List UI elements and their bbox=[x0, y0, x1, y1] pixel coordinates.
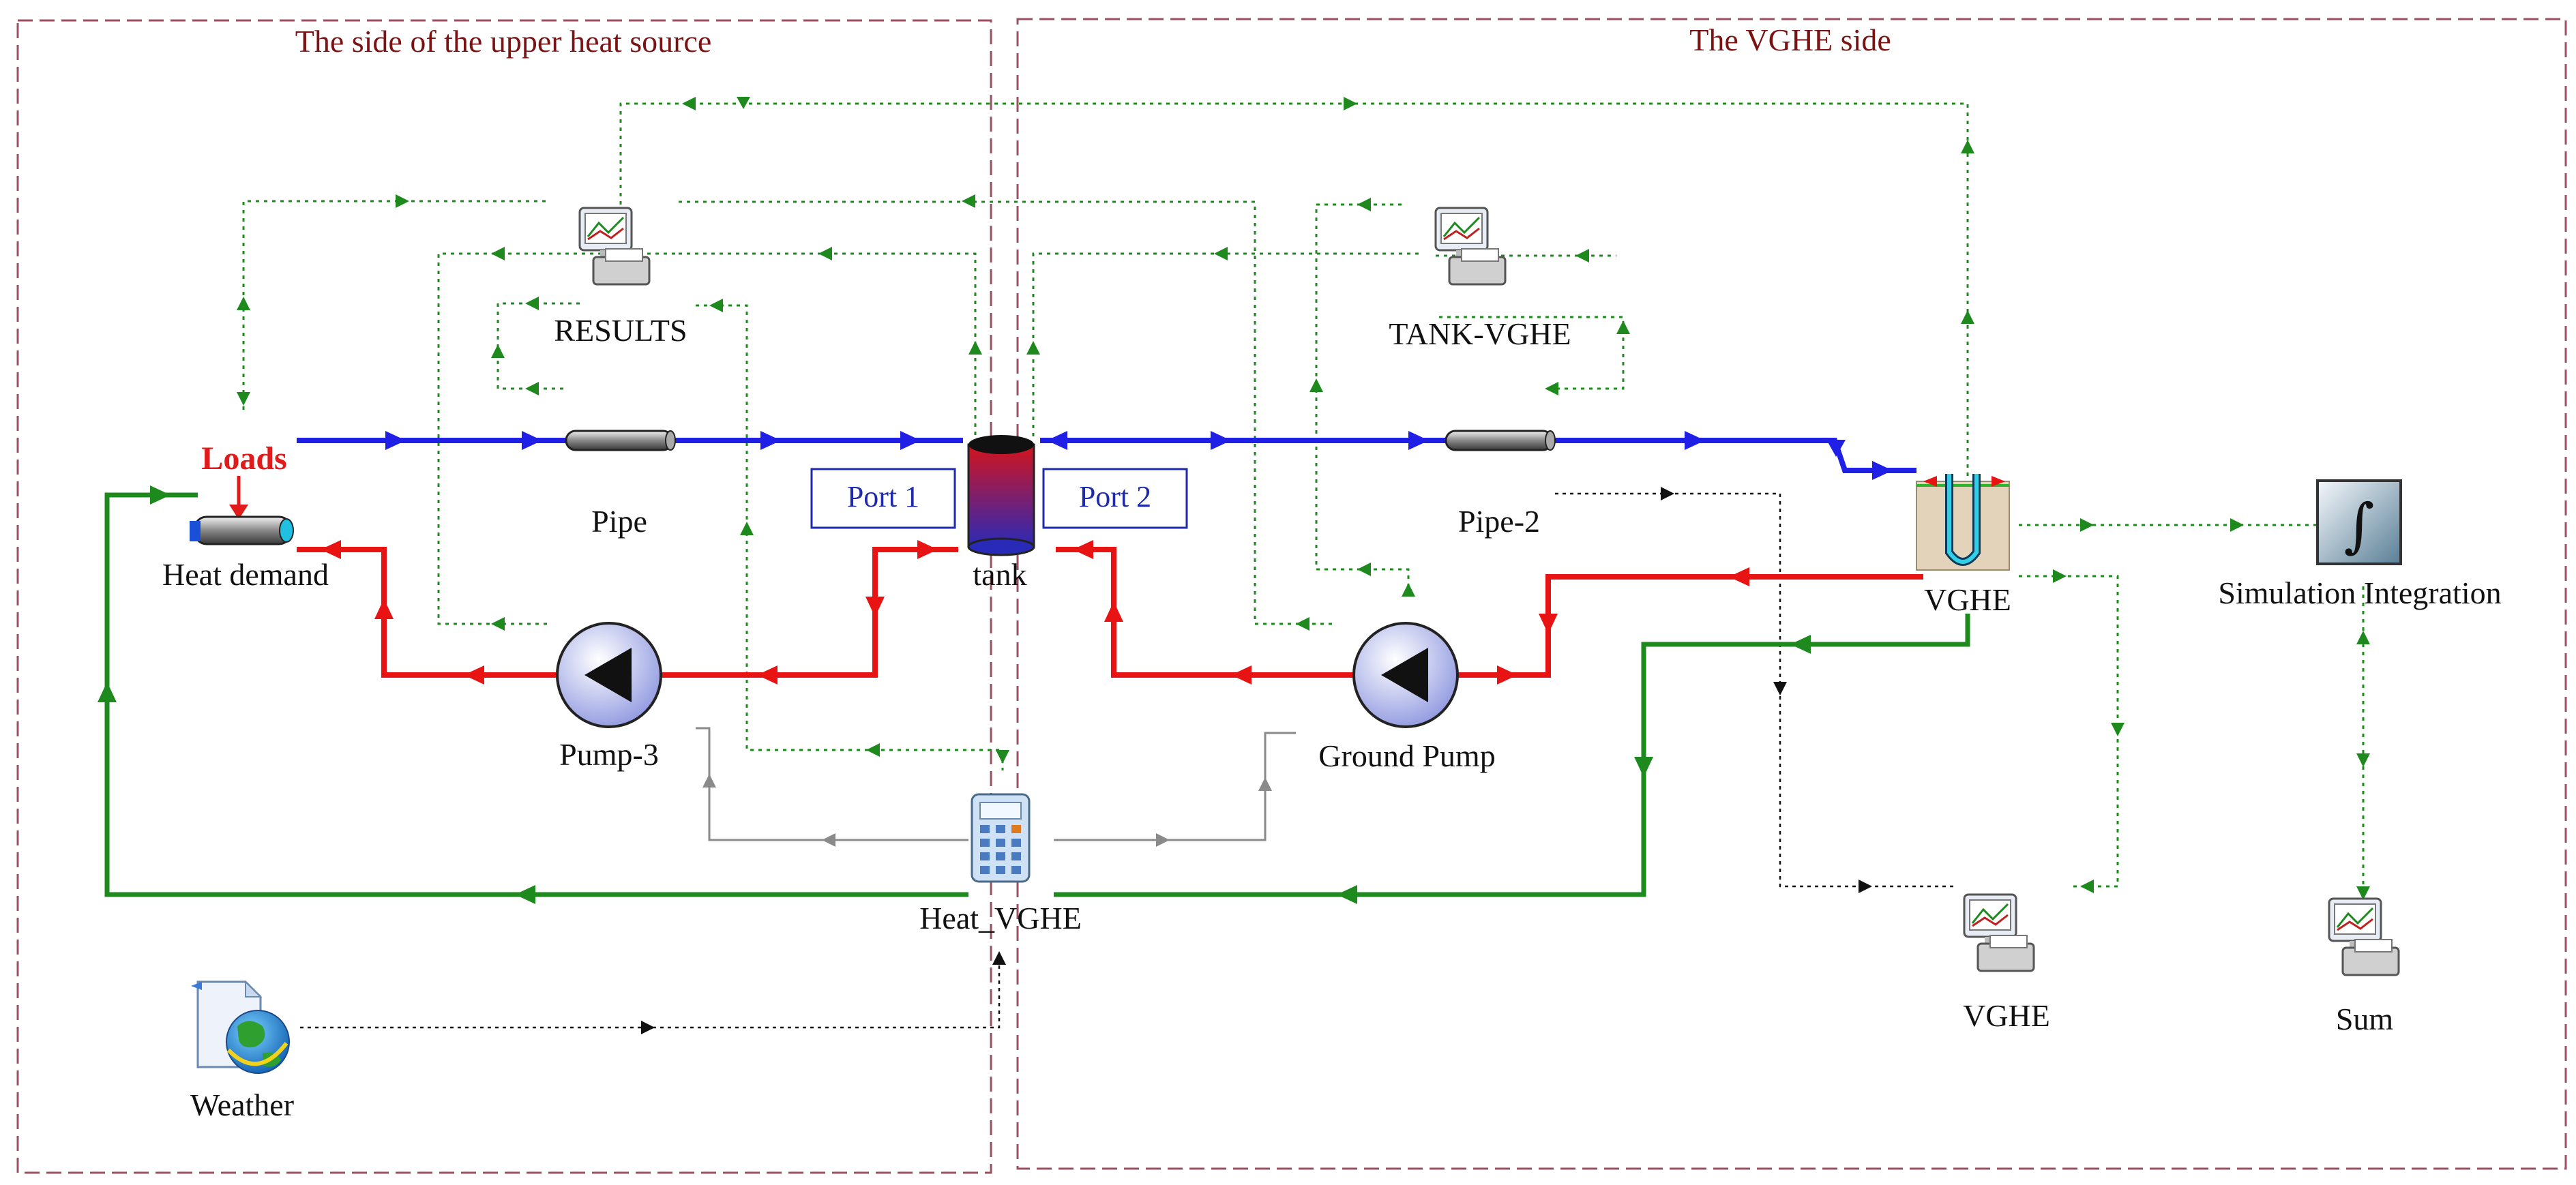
upper-heat-source-region bbox=[16, 19, 992, 1174]
ground-loop-arrows bbox=[98, 485, 1811, 904]
sum-printer-icon[interactable] bbox=[2328, 897, 2400, 976]
integral-icon[interactable]: ∫ bbox=[2316, 479, 2402, 565]
tank-vghe-label: TANK-VGHE bbox=[1389, 316, 1571, 351]
vghe-printer-icon[interactable] bbox=[1963, 893, 2035, 972]
port-1-box[interactable] bbox=[810, 468, 956, 529]
pipe-2-label: Pipe-2 bbox=[1458, 504, 1540, 539]
loads-arrowhead bbox=[229, 505, 248, 520]
port-2-box[interactable] bbox=[1042, 468, 1188, 529]
tank-vghe-printer-icon[interactable] bbox=[1434, 207, 1507, 286]
svg-text:∫: ∫ bbox=[2344, 492, 2375, 560]
heat-demand-icon[interactable] bbox=[190, 515, 294, 545]
data-signal-arrows bbox=[641, 487, 1872, 1034]
pump-3-icon[interactable] bbox=[556, 622, 662, 728]
supply-pipe-line bbox=[297, 438, 1916, 473]
pipe-label: Pipe bbox=[591, 504, 647, 539]
data-signal-lines bbox=[300, 492, 1957, 1029]
pipe-2-icon[interactable] bbox=[1445, 430, 1556, 451]
upper-heat-source-title: The side of the upper heat source bbox=[295, 24, 712, 59]
pump-control-arrows bbox=[702, 774, 1272, 847]
vghe-side-region bbox=[1016, 18, 2567, 1170]
heat-vghe-calculator-icon[interactable] bbox=[971, 793, 1031, 883]
heat-vghe-label: Heat_VGHE bbox=[919, 901, 1082, 935]
ground-pump-icon[interactable] bbox=[1352, 622, 1459, 728]
vghe-exchanger-icon[interactable] bbox=[1916, 474, 2010, 571]
loads-label: Loads bbox=[201, 440, 286, 477]
return-flow-arrows bbox=[321, 540, 1749, 685]
pipe-icon[interactable] bbox=[565, 430, 676, 451]
results-label: RESULTS bbox=[554, 313, 687, 348]
results-printer-icon[interactable] bbox=[578, 207, 651, 286]
ground-pump-label: Ground Pump bbox=[1318, 738, 1495, 773]
port-2-label: Port 2 bbox=[1079, 480, 1151, 513]
output-signal-arrows bbox=[237, 97, 2370, 900]
weather-globe-icon[interactable] bbox=[191, 980, 290, 1074]
weather-label: Weather bbox=[190, 1088, 294, 1122]
tank-label: tank bbox=[973, 557, 1026, 592]
port-1-label: Port 1 bbox=[847, 480, 919, 513]
vghe-printer-label: VGHE bbox=[1963, 998, 2050, 1033]
simulation-integration-label: Simulation Integration bbox=[2218, 575, 2501, 610]
supply-flow-arrows bbox=[385, 431, 1893, 480]
tank-icon[interactable] bbox=[967, 435, 1035, 556]
vghe-side-title: The VGHE side bbox=[1689, 22, 1891, 57]
vghe-exchanger-label: VGHE bbox=[1924, 582, 2011, 617]
sum-label: Sum bbox=[2336, 1002, 2394, 1036]
pump-3-label: Pump-3 bbox=[559, 737, 659, 772]
heat-demand-label: Heat demand bbox=[162, 557, 329, 592]
output-signal-lines bbox=[242, 102, 2365, 907]
